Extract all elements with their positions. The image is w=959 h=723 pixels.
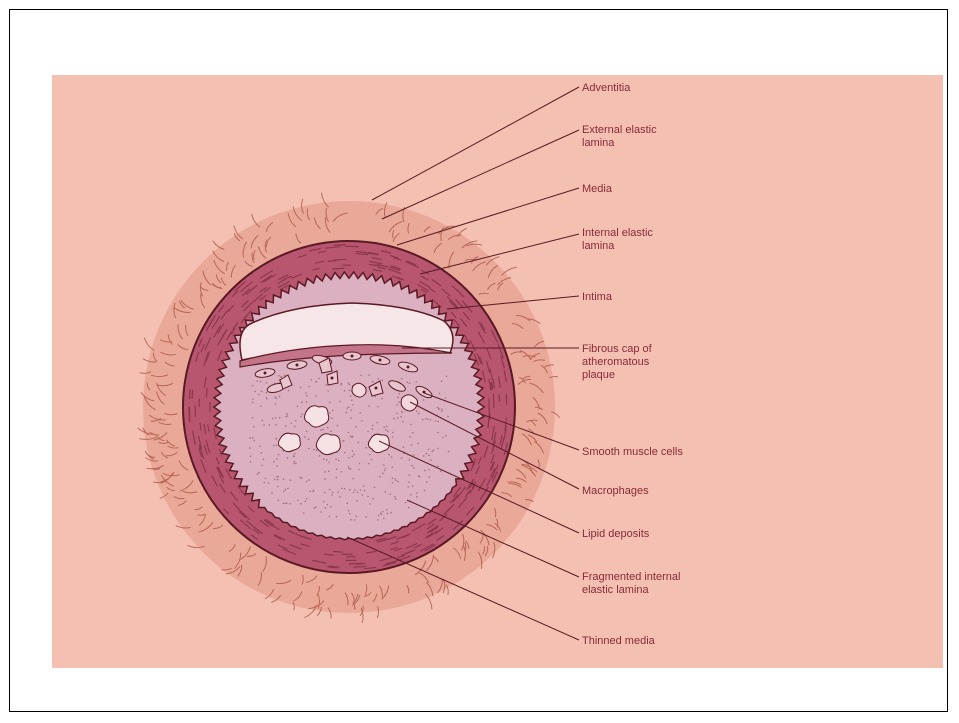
label-macrophages: Macrophages — [582, 485, 649, 497]
cell-nucleus — [407, 366, 410, 369]
label-line: Fibrous cap of — [582, 343, 653, 355]
cell-nucleus — [264, 372, 267, 375]
artery-cross-section-diagram: Adventitia External elastic lamina Media… — [52, 75, 943, 668]
label-line: Lipid deposits — [582, 528, 650, 540]
label-smooth-muscle-cells: Smooth muscle cells — [582, 446, 683, 458]
macrophage — [352, 383, 366, 397]
label-line: plaque — [582, 369, 615, 381]
label-line: Adventitia — [582, 82, 631, 94]
label-line: Thinned media — [582, 635, 656, 647]
lipid-deposit — [316, 434, 340, 455]
cell-nucleus — [351, 355, 354, 358]
label-line: Smooth muscle cells — [582, 446, 683, 458]
label-line: Intima — [582, 291, 613, 303]
label-line: lamina — [582, 240, 615, 252]
label-line: Media — [582, 183, 613, 195]
cell-nucleus — [379, 359, 382, 362]
label-adventitia: Adventitia — [582, 82, 631, 94]
label-line: lamina — [582, 137, 615, 149]
label-line: Fragmented internal — [582, 571, 680, 583]
label-line: atheromatous — [582, 356, 650, 368]
label-thinned-media: Thinned media — [582, 635, 656, 647]
label-line: Internal elastic — [582, 227, 653, 239]
label-line: External elastic — [582, 124, 657, 136]
cell-nucleus — [296, 364, 299, 367]
label-media: Media — [582, 183, 613, 195]
label-intima: Intima — [582, 291, 613, 303]
cell-nucleus — [375, 387, 378, 390]
label-lipid-deposits: Lipid deposits — [582, 528, 650, 540]
label-line: Macrophages — [582, 485, 649, 497]
label-line: elastic lamina — [582, 584, 650, 596]
cell-nucleus — [331, 377, 334, 380]
